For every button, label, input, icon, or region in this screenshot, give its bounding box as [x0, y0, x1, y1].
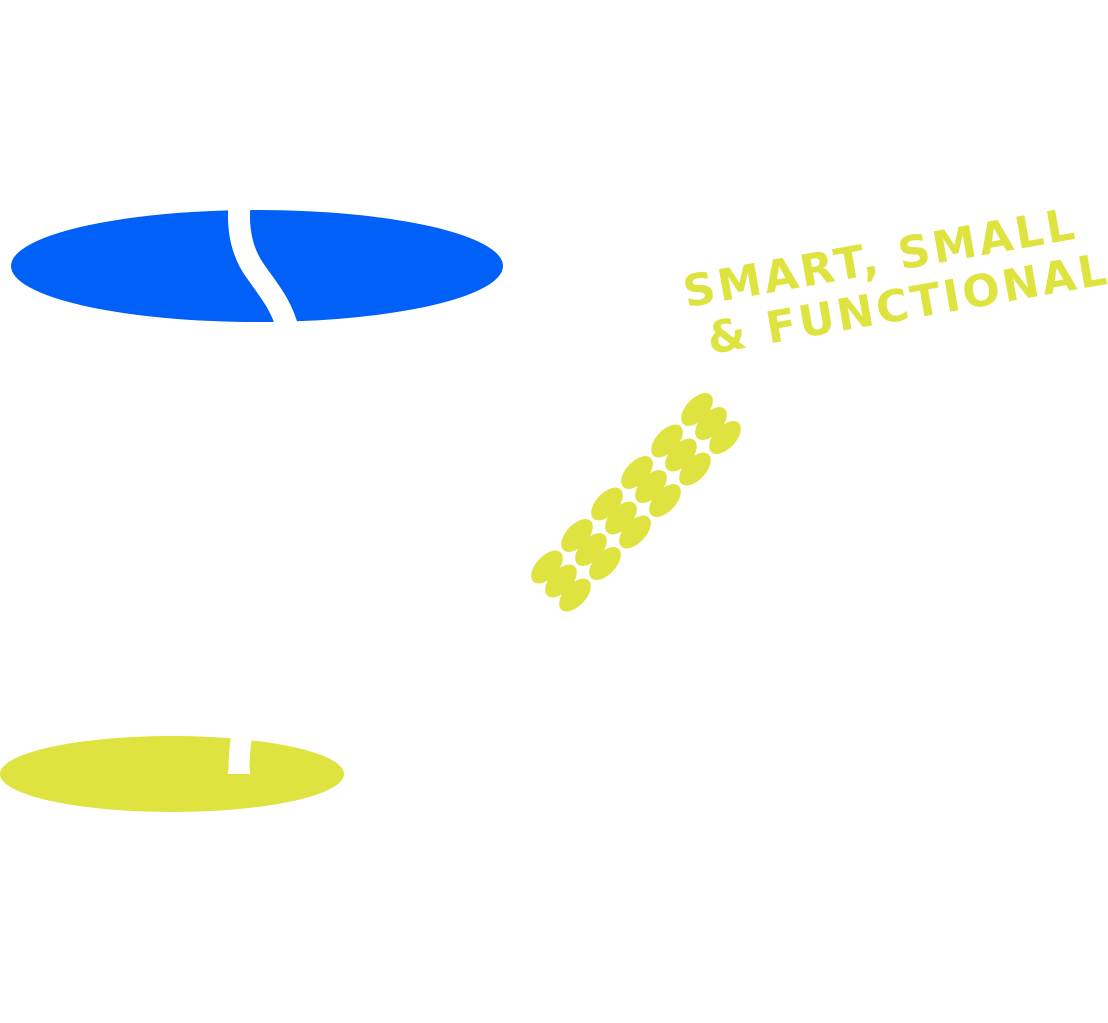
lime-oval-0-1 — [561, 519, 593, 552]
lime-oval-2-5 — [709, 421, 741, 454]
lime-ellipse-icon — [0, 727, 344, 812]
lime-oval-1-2 — [605, 501, 637, 535]
lime-oval-2-2 — [619, 515, 651, 549]
lime-oval-1-5 — [695, 407, 727, 440]
lime-ellipse-shape — [0, 736, 344, 812]
lime-oval-0-5 — [681, 393, 713, 426]
lime-oval-2-4 — [679, 452, 711, 486]
lime-oval-0-3 — [621, 456, 653, 489]
lime-oval-1-1 — [575, 533, 607, 566]
lime-oval-2-0 — [559, 578, 591, 612]
lime-oval-2-3 — [649, 484, 681, 517]
lime-ellipse-notch-base — [228, 770, 250, 774]
lime-oval-pattern-icon — [531, 393, 741, 612]
lime-ellipse-notch — [228, 727, 254, 773]
lime-oval-1-3 — [635, 470, 667, 503]
lime-oval-0-2 — [591, 487, 623, 521]
tagline-group: SMART, SMALL & FUNCTIONAL — [679, 199, 1108, 365]
lime-oval-1-0 — [545, 564, 577, 598]
lime-oval-1-4 — [665, 438, 697, 472]
blue-ellipse-icon — [11, 198, 503, 333]
blue-ellipse-split-line — [228, 198, 299, 333]
lime-oval-2-1 — [589, 547, 621, 580]
lime-oval-0-0 — [531, 550, 563, 584]
lime-oval-0-4 — [651, 424, 683, 458]
